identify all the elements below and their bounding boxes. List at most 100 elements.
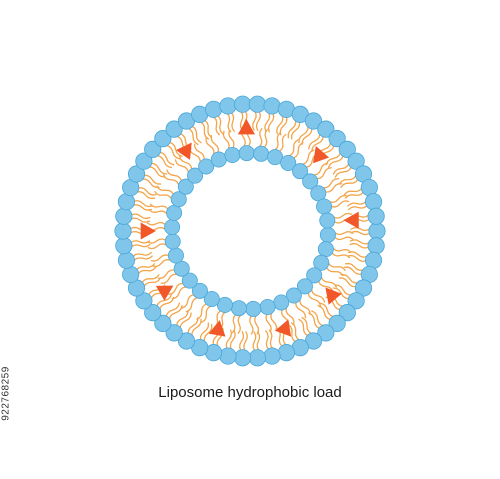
lipid-tail-outer (137, 266, 157, 275)
lipid-tail-inner (320, 276, 338, 288)
lipid-tail-outer (340, 274, 359, 284)
lipid-tail-outer (217, 114, 224, 135)
lipid-tail-outer (165, 302, 181, 318)
lipid-tail-inner (174, 159, 190, 174)
phospholipid-head-inner (230, 300, 247, 317)
lipid-tail-outer (135, 191, 156, 200)
lipid-tail-outer (301, 127, 313, 146)
lipid-tail-outer (130, 213, 151, 220)
phospholipid-head-inner (177, 178, 194, 195)
lipid-tail-inner (249, 315, 254, 335)
phospholipid-head-outer (219, 347, 237, 365)
phospholipid-head-layer (114, 95, 386, 367)
phospholipid-head-inner (166, 204, 183, 221)
lipid-tail-outer (308, 312, 321, 330)
phospholipid-head-inner (191, 282, 208, 299)
phospholipid-head-outer (234, 95, 252, 113)
lipid-tail-inner (152, 259, 171, 268)
hydrophobic-drug-triangle (313, 146, 330, 164)
phospholipid-head-outer (367, 237, 385, 255)
lipid-tail-inner (210, 134, 219, 153)
phospholipid-head-inner (173, 260, 190, 277)
lipid-tail-outer (212, 116, 220, 136)
lipid-tail-outer (344, 262, 365, 271)
lipid-tail-outer (141, 274, 160, 284)
lipid-tail-inner (150, 254, 170, 262)
lipid-tail-inner (317, 280, 334, 293)
lipid-tail-outer (317, 305, 332, 321)
phospholipid-head-inner (224, 146, 241, 163)
phospholipid-head-outer (328, 314, 346, 332)
phospholipid-head-outer (328, 130, 346, 148)
phospholipid-head-inner (187, 167, 204, 184)
lipid-tail-inner (270, 312, 278, 332)
lipid-tail-outer (301, 316, 313, 335)
phospholipid-head-outer (135, 152, 153, 170)
lipid-tail-inner (189, 146, 201, 163)
phospholipid-head-outer (368, 222, 386, 240)
phospholipid-head-inner (306, 267, 323, 284)
lipid-tail-outer (239, 331, 245, 352)
phospholipid-head-outer (338, 304, 356, 322)
phospholipid-head-outer (204, 100, 223, 118)
phospholipid-head-inner (313, 254, 330, 271)
lipid-tail-outer (348, 204, 368, 211)
lipid-tail-outer (156, 154, 173, 169)
lipid-tail-outer (349, 242, 370, 249)
lipid-tail-outer (327, 154, 344, 169)
lipid-tail-outer (156, 293, 173, 308)
phospholipid-head-outer (144, 304, 162, 322)
phospholipid-head-outer (354, 279, 373, 297)
phospholipid-head-outer (263, 347, 281, 365)
lipid-tail-outer (338, 174, 357, 185)
lipid-tail-inner (333, 212, 353, 219)
lipid-tail-inner (181, 293, 195, 309)
lipid-tail-inner (168, 282, 184, 295)
lipid-tail-inner (237, 314, 241, 334)
lipid-tail-inner (156, 185, 175, 195)
lipid-tail-outer (187, 316, 199, 335)
lipid-tail-outer (137, 187, 157, 196)
lipid-tail-inner (231, 314, 237, 334)
hydrophobic-drug-triangle (155, 285, 174, 301)
lipid-tail-outer (332, 162, 350, 175)
phospholipid-head-outer (364, 193, 383, 211)
lipid-tail-inner (325, 267, 344, 277)
lipid-tail-outer (141, 178, 160, 188)
phospholipid-head-inner (198, 158, 215, 175)
lipid-tail-outer (191, 318, 202, 337)
lipid-tail-outer (268, 329, 274, 350)
lipid-tail-outer (225, 329, 233, 350)
lipid-tail-outer (230, 111, 235, 132)
lipid-tail-outer (191, 125, 202, 144)
phospholipid-head-inner (273, 294, 290, 311)
lipid-tail-inner (324, 183, 343, 193)
lipid-tail-outer (243, 331, 248, 352)
lipid-tail-inner (148, 209, 168, 215)
lipid-tail-outer (132, 251, 152, 258)
lipid-tail-outer (344, 191, 365, 199)
lipid-tail-outer (325, 151, 342, 166)
lipid-tail-inner (160, 273, 178, 284)
phospholipid-head-inner (285, 287, 302, 304)
hydrophobic-drug-triangle (325, 287, 342, 305)
lipid-tail-outer (347, 200, 367, 207)
lipid-tail-outer (226, 112, 232, 133)
lipid-tail-outer (132, 204, 152, 211)
lipid-tail-outer (276, 114, 284, 135)
phospholipid-head-outer (277, 344, 296, 362)
lipid-tail-outer (175, 310, 189, 327)
phospholipid-head-outer (317, 324, 335, 342)
lipid-tail-outer (129, 240, 151, 244)
lipid-tail-outer (343, 266, 363, 275)
image-id-label: 922768259 (0, 366, 12, 421)
lipid-tail-inner (157, 269, 176, 279)
phospholipid-head-inner (296, 278, 313, 295)
lipid-tail-outer (133, 200, 153, 208)
lipid-tail-outer (298, 318, 309, 337)
lipid-tail-inner (146, 221, 166, 226)
phospholipid-head-inner (216, 296, 233, 313)
lipid-tail-inner (302, 149, 315, 165)
lipid-tail-inner (178, 155, 193, 170)
